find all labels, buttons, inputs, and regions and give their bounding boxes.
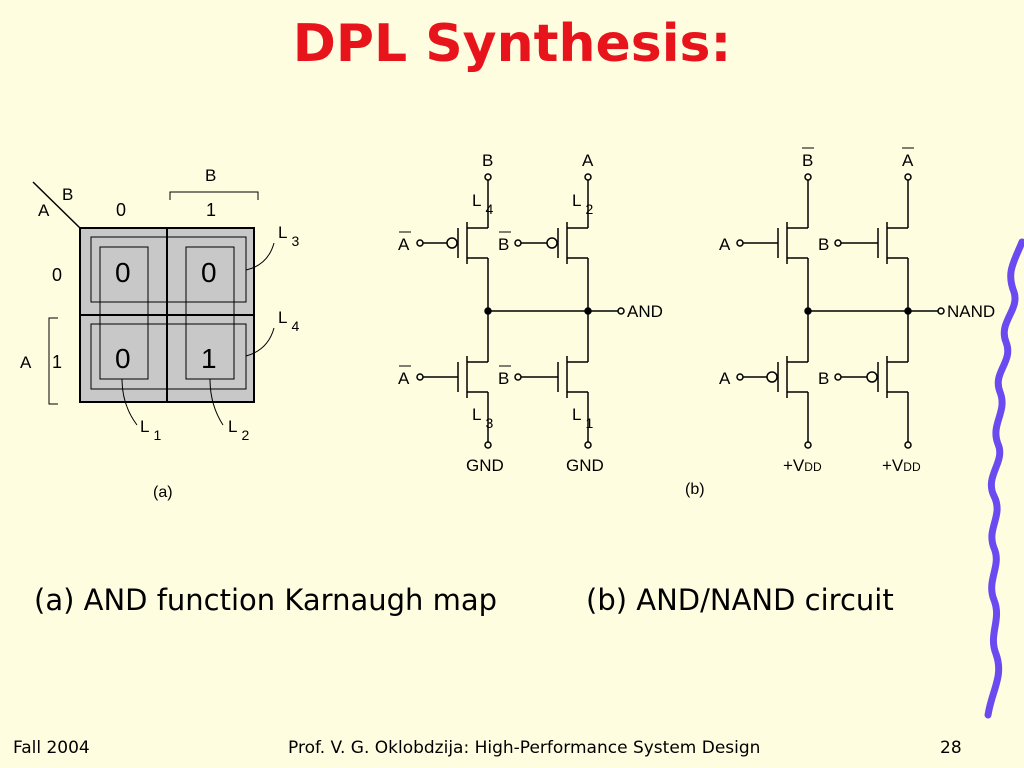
decor-wave bbox=[984, 238, 1024, 719]
nand-gate-a-bottom: A bbox=[719, 369, 731, 388]
kmap-row-0: 0 bbox=[52, 265, 62, 285]
nand-figure-label: (b) bbox=[685, 481, 705, 498]
kmap-row-1: 1 bbox=[52, 352, 62, 372]
nand-circuit-labels: B A A B A B NAND +VDD +VDD (b) bbox=[685, 151, 995, 498]
kmap-var-a: A bbox=[38, 201, 50, 220]
nand-gate-b-top: B bbox=[818, 235, 829, 254]
and-circuit bbox=[399, 173, 625, 449]
slide-title: DPL Synthesis: bbox=[292, 14, 732, 74]
nand-circuit bbox=[736, 147, 945, 449]
footer-page: 28 bbox=[940, 738, 962, 758]
caption-kmap: (a) AND function Karnaugh map bbox=[34, 583, 498, 617]
kmap-cell-00 bbox=[80, 228, 167, 315]
nand-gate-b-bottom: B bbox=[818, 369, 829, 388]
and-output-label: AND bbox=[627, 302, 663, 321]
kmap-value-11: 1 bbox=[201, 343, 217, 374]
kmap-value-01: 0 bbox=[201, 257, 217, 288]
and-gate-a-bottom: A bbox=[398, 369, 410, 388]
and-gnd-left: GND bbox=[466, 456, 504, 475]
and-input-b: B bbox=[482, 151, 493, 170]
kmap-figure-label: (a) bbox=[153, 484, 173, 501]
nand-output-label: NAND bbox=[947, 302, 995, 321]
nand-input-a: A bbox=[902, 151, 914, 170]
and-gate-b-bottom: B bbox=[498, 369, 509, 388]
and-gnd-right: GND bbox=[566, 456, 604, 475]
kmap-col-0: 0 bbox=[116, 200, 126, 220]
kmap-cell-10 bbox=[80, 315, 167, 402]
kmap-loop-l1 bbox=[99, 246, 149, 380]
and-input-a: A bbox=[582, 151, 594, 170]
and-circuit-bubbles bbox=[446, 237, 558, 249]
caption-circuit: (b) AND/NAND circuit bbox=[586, 583, 894, 617]
nand-input-b: B bbox=[802, 151, 813, 170]
nand-vdd-left: +VDD bbox=[783, 456, 822, 475]
and-gate-b-top: B bbox=[498, 235, 509, 254]
kmap-loop-l4 bbox=[90, 323, 247, 390]
kmap-col-1: 1 bbox=[206, 200, 216, 220]
nand-gate-a-top: A bbox=[719, 235, 731, 254]
kmap-value-00: 0 bbox=[115, 257, 131, 288]
kmap-var-b: B bbox=[62, 185, 73, 204]
kmap-row-var: A bbox=[20, 353, 32, 372]
footer-date: Fall 2004 bbox=[13, 738, 90, 758]
footer-course: Prof. V. G. Oklobdzija: High-Performance… bbox=[288, 738, 761, 758]
kmap-value-10: 0 bbox=[115, 343, 131, 374]
kmap-col-var: B bbox=[205, 166, 216, 185]
and-gate-a-top: A bbox=[398, 235, 410, 254]
kmap-cell-01 bbox=[167, 228, 254, 315]
nand-vdd-right: +VDD bbox=[882, 456, 921, 475]
